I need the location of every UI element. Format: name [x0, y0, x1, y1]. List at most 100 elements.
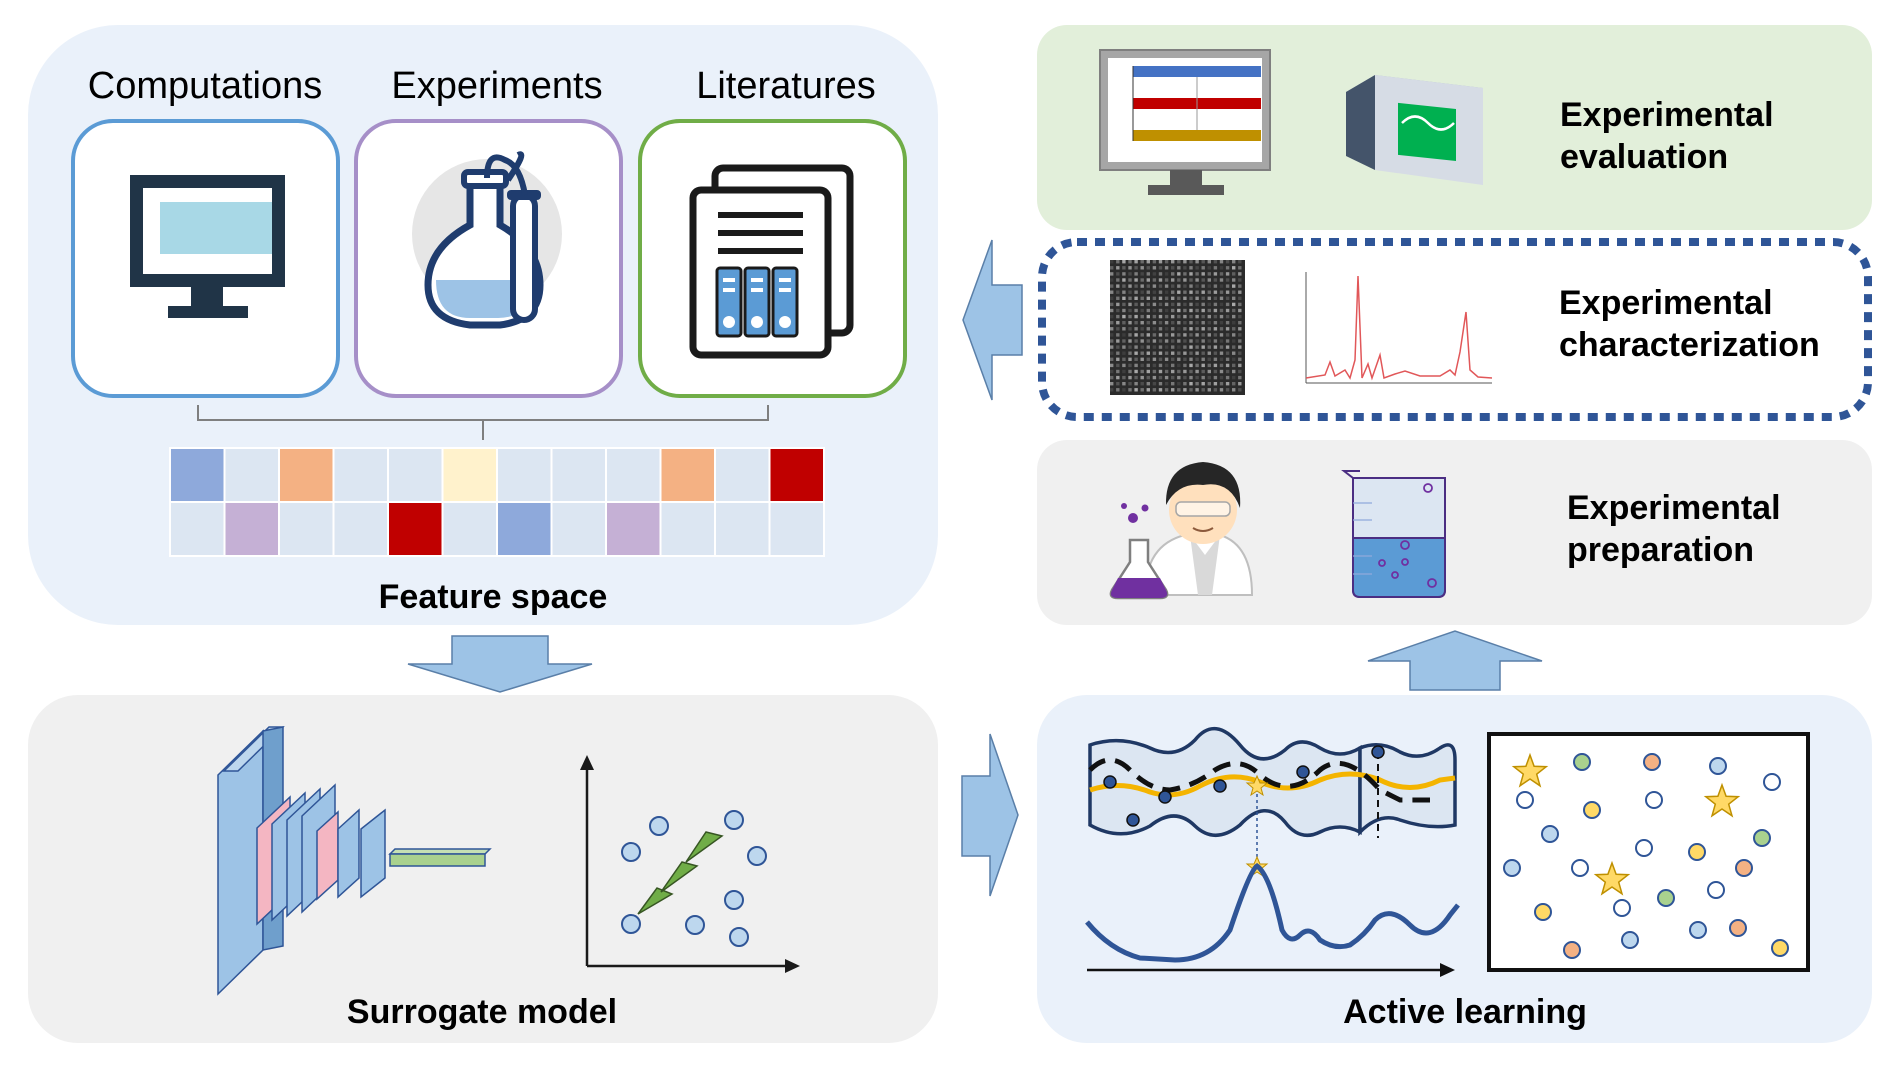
micro-pixel	[1183, 357, 1187, 361]
feature-cell	[441, 447, 498, 503]
micro-pixel	[1122, 375, 1126, 380]
micro-pixel	[1195, 284, 1199, 288]
micro-pixel	[1164, 345, 1169, 349]
micro-pixel	[1238, 369, 1242, 374]
micro-pixel	[1158, 266, 1163, 270]
micro-pixel	[1195, 321, 1199, 325]
micro-pixel	[1116, 278, 1120, 282]
micro-pixel	[1164, 327, 1169, 331]
feature-cell	[332, 501, 389, 557]
feature-cell	[332, 447, 389, 503]
micro-pixel	[1183, 290, 1187, 294]
micro-pixel	[1238, 363, 1242, 368]
feature-cell	[605, 447, 662, 503]
micro-pixel	[1171, 327, 1175, 331]
micro-pixel	[1116, 290, 1120, 294]
micro-pixel	[1195, 302, 1199, 307]
micro-pixel	[1110, 382, 1114, 386]
star-marker	[1593, 860, 1631, 896]
micro-pixel	[1110, 327, 1114, 331]
micro-pixel	[1164, 351, 1169, 355]
micro-pixel	[1140, 266, 1144, 270]
micro-pixel	[1207, 369, 1211, 374]
micro-pixel	[1128, 266, 1132, 270]
micro-pixel	[1195, 314, 1199, 319]
micro-pixel	[1189, 345, 1193, 349]
micro-pixel	[1152, 357, 1157, 361]
micro-pixel	[1171, 357, 1175, 361]
micro-pixel	[1134, 357, 1138, 361]
micro-pixel	[1232, 333, 1236, 337]
feature-cell	[714, 447, 771, 503]
micro-pixel	[1134, 321, 1138, 325]
micro-pixel	[1158, 357, 1163, 361]
star-marker	[1703, 782, 1741, 818]
micro-pixel	[1238, 260, 1242, 264]
micro-pixel	[1110, 290, 1114, 294]
micro-pixel	[1158, 308, 1163, 313]
feature-cell	[496, 447, 553, 503]
micro-pixel	[1122, 363, 1126, 368]
micro-pixel	[1183, 302, 1187, 307]
computations-label: Computations	[88, 65, 322, 107]
micro-pixel	[1116, 369, 1120, 374]
micro-pixel	[1195, 327, 1199, 331]
candidate-dot	[1657, 889, 1675, 907]
micro-pixel	[1195, 290, 1199, 294]
micro-pixel	[1213, 290, 1218, 294]
candidate-dot	[1735, 859, 1753, 877]
micro-pixel	[1134, 339, 1138, 343]
micro-pixel	[1195, 266, 1199, 270]
micro-pixel	[1177, 266, 1181, 270]
candidate-dot	[1707, 881, 1725, 899]
micro-pixel	[1219, 302, 1224, 307]
micro-pixel	[1238, 388, 1242, 392]
micro-pixel	[1213, 339, 1218, 343]
micro-pixel	[1152, 345, 1157, 349]
micro-pixel	[1128, 290, 1132, 294]
candidate-dot	[1613, 899, 1631, 917]
micro-pixel	[1146, 357, 1150, 361]
micro-pixel	[1158, 321, 1163, 325]
micro-pixel	[1232, 327, 1236, 331]
micro-pixel	[1122, 272, 1126, 276]
micro-pixel	[1110, 388, 1114, 392]
micro-pixel	[1225, 290, 1230, 294]
micro-pixel	[1116, 351, 1120, 355]
micro-pixel	[1213, 382, 1218, 386]
micro-pixel	[1225, 260, 1230, 264]
candidate-dot	[1516, 791, 1534, 809]
micro-pixel	[1116, 296, 1120, 300]
micro-pixel	[1195, 333, 1199, 337]
micro-pixel	[1152, 302, 1157, 307]
micro-pixel	[1140, 363, 1144, 368]
micro-pixel	[1134, 284, 1138, 288]
candidate-dot	[1771, 939, 1789, 957]
micro-pixel	[1146, 314, 1150, 319]
micro-pixel	[1238, 272, 1242, 276]
micro-pixel	[1122, 369, 1126, 374]
micro-pixel	[1152, 321, 1157, 325]
micro-pixel	[1134, 363, 1138, 368]
micro-pixel	[1128, 388, 1132, 392]
micro-pixel	[1177, 296, 1181, 300]
micro-pixel	[1164, 382, 1169, 386]
micro-pixel	[1171, 290, 1175, 294]
micro-pixel	[1122, 388, 1126, 392]
micro-pixel	[1225, 308, 1230, 313]
candidate-dot	[1534, 903, 1552, 921]
micro-pixel	[1164, 357, 1169, 361]
micro-pixel	[1219, 278, 1224, 282]
micro-pixel	[1122, 296, 1126, 300]
micro-pixel	[1225, 284, 1230, 288]
micro-pixel	[1152, 260, 1157, 264]
micro-pixel	[1232, 314, 1236, 319]
candidate-dot	[1583, 801, 1601, 819]
micro-pixel	[1116, 357, 1120, 361]
micro-pixel	[1158, 272, 1163, 276]
micro-pixel	[1201, 302, 1205, 307]
micro-pixel	[1140, 321, 1144, 325]
micro-pixel	[1158, 339, 1163, 343]
micro-pixel	[1122, 357, 1126, 361]
micro-pixel	[1213, 369, 1218, 374]
